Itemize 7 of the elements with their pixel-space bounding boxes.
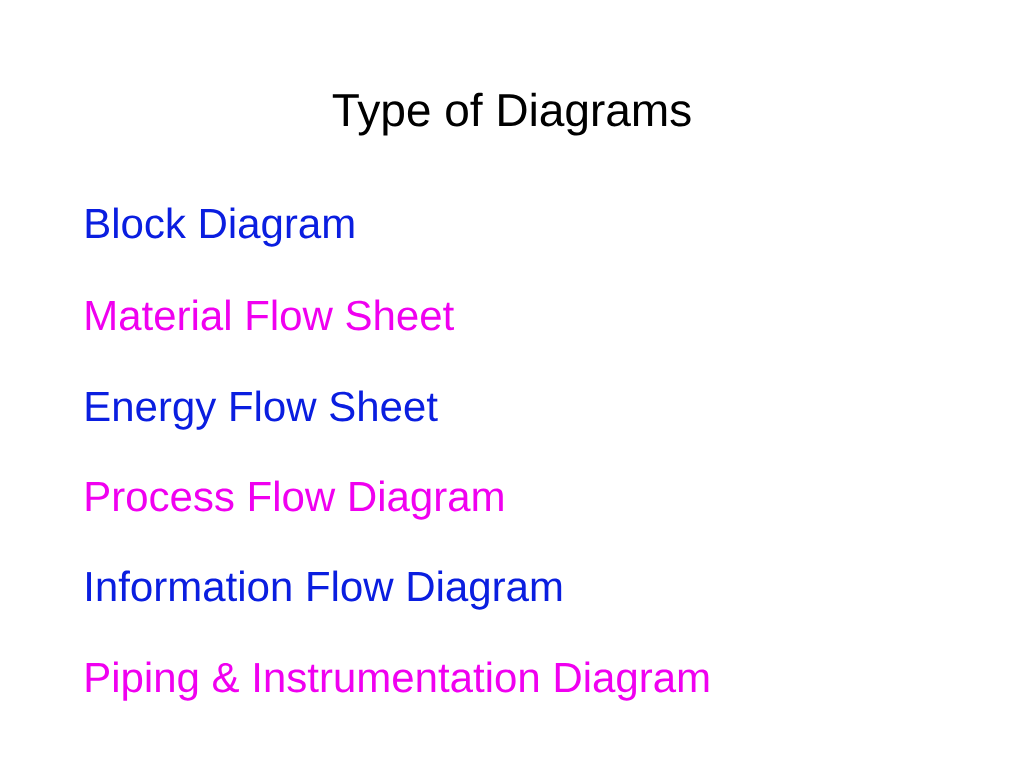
list-item: Block Diagram [86, 207, 354, 247]
list-item: Information Flow Diagram [87, 570, 562, 610]
slide-title: Type of Diagrams [332, 92, 691, 136]
list-item: Energy Flow Sheet [86, 390, 438, 430]
list-item: Piping & Instrumentation Diagram [86, 661, 709, 701]
list-item: Process Flow Diagram [86, 480, 503, 520]
list-item: Material Flow Sheet [86, 299, 454, 331]
